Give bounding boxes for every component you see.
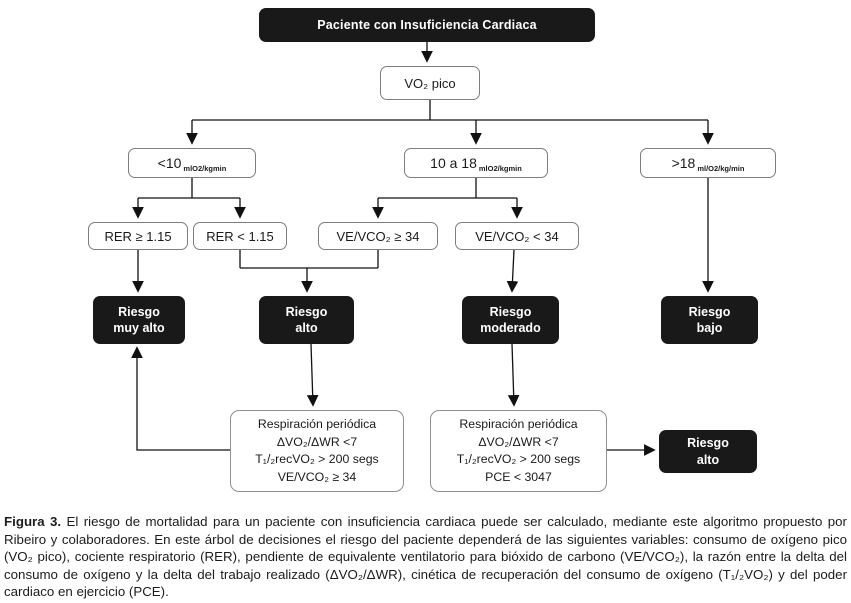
node-riesgo-moderado: Riesgo moderado bbox=[462, 296, 559, 344]
risk-line: Riesgo bbox=[688, 304, 731, 319]
periodic-line: ΔVO₂/ΔWR <7 bbox=[276, 434, 358, 449]
risk-line: Riesgo bbox=[118, 304, 160, 319]
figure-caption: Figura 3. El riesgo de mortalidad para u… bbox=[4, 513, 847, 601]
node-riesgo-alto: Riesgo alto bbox=[259, 296, 354, 344]
node-riesgo-alto-inferior: Riesgo alto bbox=[659, 430, 757, 473]
node-respiracion-periodica-izq: Respiración periódica ΔVO₂/ΔWR <7 T₁/₂re… bbox=[230, 410, 404, 492]
node-riesgo-muy-alto: Riesgo muy alto bbox=[93, 296, 185, 344]
node-vo2-pico: VO₂ pico bbox=[380, 66, 480, 100]
periodic-line: T₁/₂recVO₂ > 200 segs bbox=[255, 452, 379, 466]
periodic-line: PCE < 3047 bbox=[485, 469, 552, 484]
risk-line: Riesgo bbox=[489, 304, 532, 319]
node-riesgo-bajo: Riesgo bajo bbox=[661, 296, 758, 344]
periodic-line: ΔVO₂/ΔWR <7 bbox=[478, 434, 559, 449]
risk-line: moderado bbox=[480, 321, 541, 335]
periodic-line: Respiración periódica bbox=[459, 417, 578, 431]
node-label: VO₂ pico bbox=[404, 75, 456, 91]
node-vevco2-ge-34: VE/VCO₂ ≥ 34 bbox=[318, 222, 438, 250]
node-paciente-insuficiencia-cardiaca: Paciente con Insuficiencia Cardiaca bbox=[259, 8, 595, 42]
risk-line: Riesgo bbox=[285, 304, 328, 319]
node-rer-lt-115: RER < 1.15 bbox=[193, 222, 287, 250]
node-vevco2-lt-34: VE/VCO₂ < 34 bbox=[455, 222, 579, 250]
node-label: RER < 1.15 bbox=[206, 228, 274, 244]
branch-value: 10 a 18 bbox=[430, 155, 477, 171]
branch-value: <10 bbox=[157, 155, 182, 171]
risk-line: alto bbox=[696, 452, 720, 467]
caption-text: El riesgo de mortalidad para un paciente… bbox=[4, 514, 847, 599]
branch-unit: mlO2/kgmin bbox=[183, 163, 227, 173]
branch-unit: ml/O2/kg/min bbox=[697, 163, 745, 173]
node-label: Paciente con Insuficiencia Cardiaca bbox=[317, 18, 537, 32]
node-respiracion-periodica-der: Respiración periódica ΔVO₂/ΔWR <7 T₁/₂re… bbox=[430, 410, 607, 492]
risk-line: Riesgo bbox=[687, 436, 729, 450]
risk-line: alto bbox=[295, 321, 318, 335]
node-rer-ge-115: RER ≥ 1.15 bbox=[88, 222, 188, 250]
branch-value: >18 bbox=[671, 155, 696, 171]
periodic-line: Respiración periódica bbox=[257, 417, 377, 431]
flowchart: Paciente con Insuficiencia Cardiaca VO₂ … bbox=[88, 8, 776, 492]
flowchart-connectors bbox=[131, 42, 714, 456]
node-label: RER ≥ 1.15 bbox=[104, 228, 172, 244]
periodic-line: VE/VCO₂ ≥ 34 bbox=[277, 469, 357, 484]
periodic-line: T₁/₂recVO₂ > 200 segs bbox=[456, 452, 581, 466]
node-label: VE/VCO₂ < 34 bbox=[475, 228, 559, 244]
risk-line: bajo bbox=[696, 321, 723, 335]
branch-unit: mlO2/kgmin bbox=[478, 163, 522, 173]
node-label: VE/VCO₂ ≥ 34 bbox=[336, 228, 420, 244]
caption-label: Figura 3. bbox=[4, 514, 62, 529]
risk-line: muy alto bbox=[113, 321, 165, 335]
